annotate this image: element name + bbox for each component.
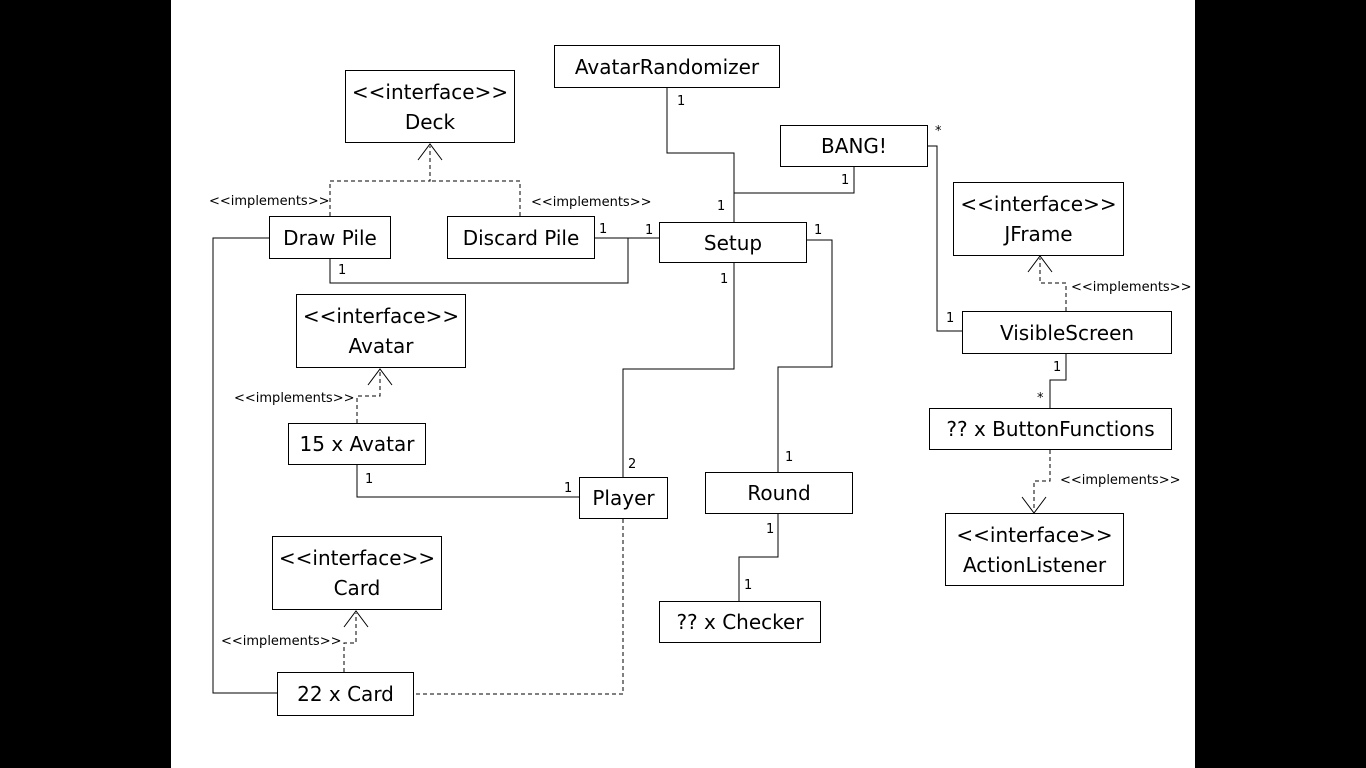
arrowhead-deck bbox=[417, 143, 443, 161]
class-avatar-randomizer: AvatarRandomizer bbox=[554, 45, 780, 88]
multiplicity-label: * bbox=[1037, 391, 1044, 406]
assoc-visiblescreen-buttons bbox=[1049, 353, 1067, 408]
assoc-bang-setup bbox=[734, 166, 855, 194]
multiplicity-label: 1 bbox=[677, 94, 686, 109]
class-name: Player bbox=[592, 486, 655, 510]
implements-label-buttonfunctions: <<implements>> bbox=[1060, 473, 1181, 488]
class-round: Round bbox=[705, 472, 853, 514]
class-name: ?? x Checker bbox=[676, 610, 804, 634]
class-name: JFrame bbox=[1004, 222, 1073, 246]
class-name: Deck bbox=[404, 109, 456, 134]
class-draw-pile: Draw Pile bbox=[269, 216, 391, 259]
multiplicity-label: 1 bbox=[720, 272, 729, 287]
class-bang: BANG! bbox=[780, 125, 928, 167]
class-name: Card bbox=[333, 576, 381, 600]
class-name: 22 x Card bbox=[297, 682, 394, 706]
class-name: Round bbox=[747, 481, 811, 505]
class-name: VisibleScreen bbox=[999, 320, 1135, 345]
realization-buttons-actionlistener bbox=[1033, 450, 1051, 511]
multiplicity-label: * bbox=[935, 124, 942, 139]
class-name: ?? x ButtonFunctions bbox=[946, 417, 1155, 441]
stereotype-label: <<interface>> bbox=[956, 522, 1113, 547]
class-player: Player bbox=[579, 477, 668, 519]
multiplicity-label: 1 bbox=[841, 173, 850, 188]
interface-jframe: <<interface>> JFrame bbox=[953, 182, 1124, 256]
assoc-setup-player bbox=[622, 263, 735, 477]
multiplicity-label: 1 bbox=[744, 578, 753, 593]
implements-label-avatarimpl: <<implements>> bbox=[234, 391, 355, 406]
realization-discardpile-deck bbox=[430, 180, 521, 216]
multiplicity-label: 1 bbox=[645, 223, 654, 238]
stereotype-label: <<interface>> bbox=[351, 79, 509, 104]
multiplicity-label: 1 bbox=[1053, 360, 1062, 375]
assoc-setup-round bbox=[777, 239, 833, 472]
realization-visiblescreen-jframe bbox=[1039, 258, 1067, 311]
realization-cardimpl-card bbox=[343, 613, 357, 672]
interface-avatar: <<interface>> Avatar bbox=[296, 294, 466, 368]
implements-label-discardpile: <<implements>> bbox=[531, 195, 652, 210]
assoc-bang-visiblescreen bbox=[927, 145, 962, 332]
assoc-avatarrandomizer-setup bbox=[666, 87, 735, 222]
class-card-impl: 22 x Card bbox=[277, 672, 414, 716]
arrowhead-avatar bbox=[367, 368, 393, 386]
multiplicity-label: 1 bbox=[814, 223, 823, 238]
class-name: Avatar bbox=[348, 334, 414, 358]
assoc-drawpile-setup bbox=[329, 238, 629, 284]
implements-label-drawpile: <<implements>> bbox=[209, 194, 330, 209]
multiplicity-label: 1 bbox=[766, 522, 775, 537]
assoc-avatar-player bbox=[356, 465, 579, 498]
arrowhead-jframe bbox=[1027, 255, 1053, 273]
class-avatar-impl: 15 x Avatar bbox=[288, 423, 426, 465]
class-name: Draw Pile bbox=[283, 225, 377, 250]
multiplicity-label: 1 bbox=[564, 481, 573, 496]
multiplicity-label: 1 bbox=[365, 472, 374, 487]
implements-label-visiblescreen: <<implements>> bbox=[1071, 280, 1192, 295]
multiplicity-label: 1 bbox=[717, 199, 726, 214]
multiplicity-label: 1 bbox=[599, 222, 608, 237]
multiplicity-label: 1 bbox=[785, 450, 794, 465]
class-discard-pile: Discard Pile bbox=[447, 216, 595, 259]
interface-action-listener: <<interface>> ActionListener bbox=[945, 513, 1124, 586]
stereotype-label: <<interface>> bbox=[278, 546, 436, 570]
multiplicity-label: 1 bbox=[946, 311, 955, 326]
stereotype-label: <<interface>> bbox=[960, 192, 1117, 216]
realization-drawpile-deck bbox=[329, 146, 431, 216]
class-name: Discard Pile bbox=[462, 225, 580, 250]
class-button-functions: ?? x ButtonFunctions bbox=[929, 408, 1172, 450]
realization-avatarimpl-avatar bbox=[356, 371, 381, 423]
class-name: 15 x Avatar bbox=[299, 432, 415, 456]
class-name: ActionListener bbox=[962, 552, 1107, 577]
class-checker: ?? x Checker bbox=[659, 601, 821, 643]
implements-label-cardimpl: <<implements>> bbox=[221, 634, 342, 649]
multiplicity-label: 1 bbox=[338, 263, 347, 278]
interface-card: <<interface>> Card bbox=[272, 536, 442, 610]
arrowhead-card bbox=[343, 610, 369, 628]
multiplicity-label: 2 bbox=[628, 457, 637, 472]
class-name: AvatarRandomizer bbox=[574, 54, 760, 79]
stereotype-label: <<interface>> bbox=[302, 304, 460, 328]
interface-deck: <<interface>> Deck bbox=[345, 70, 515, 143]
class-visible-screen: VisibleScreen bbox=[962, 311, 1172, 354]
dependency-player-card bbox=[414, 519, 624, 695]
class-setup: Setup bbox=[659, 222, 807, 263]
class-name: Setup bbox=[703, 230, 763, 255]
class-name: BANG! bbox=[821, 134, 887, 158]
assoc-round-checker bbox=[738, 514, 779, 601]
assoc-drawpile-card bbox=[212, 237, 277, 694]
